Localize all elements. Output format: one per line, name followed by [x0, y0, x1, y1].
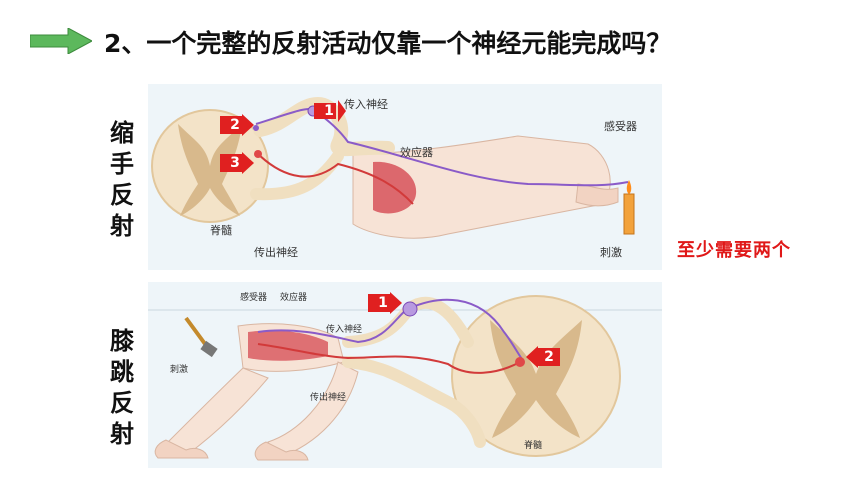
afferent-nerve-label: 传入神经 [344, 98, 388, 111]
afferent-nerve-label-2: 传入神经 [326, 325, 363, 335]
green-arrow-icon [30, 28, 92, 54]
effector-label: 效应器 [400, 146, 433, 159]
knee-jerk-reflex-diagram: 感受器 效应器 传入神经 刺激 传出神经 脊髓 1 2 [148, 282, 662, 468]
knee-jerk-reflex-label: 膝跳反射 [110, 327, 134, 448]
receptor-label: 感受器 [604, 120, 637, 133]
answer-text: 至少需要两个 [677, 240, 791, 261]
question-title: 2、一个完整的反射活动仅靠一个神经元能完成吗？ [104, 29, 672, 58]
marker-3-icon: 3 [220, 152, 254, 174]
marker-2-icon: 2 [526, 346, 560, 368]
marker-1-icon: 1 [368, 292, 402, 314]
knee-jerk-reflex-illustration [148, 295, 662, 461]
withdrawal-reflex-label: 缩手反射 [110, 119, 134, 240]
marker-2-icon: 2 [220, 114, 254, 136]
marker-1-icon: 1 [312, 100, 346, 122]
spinal-cord-label-2: 脊髓 [524, 441, 543, 451]
stimulus-label-2: 刺激 [170, 365, 189, 375]
effector-label-2: 效应器 [280, 293, 308, 303]
efferent-nerve-label-2: 传出神经 [310, 393, 347, 403]
spinal-cord-label: 脊髓 [210, 224, 232, 237]
efferent-nerve-label: 传出神经 [254, 246, 298, 259]
withdrawal-reflex-illustration [151, 96, 635, 239]
receptor-label-2: 感受器 [240, 293, 268, 303]
withdrawal-reflex-diagram: 传入神经 效应器 感受器 脊髓 传出神经 刺激 1 2 3 [148, 84, 662, 270]
stimulus-label: 刺激 [600, 246, 622, 259]
